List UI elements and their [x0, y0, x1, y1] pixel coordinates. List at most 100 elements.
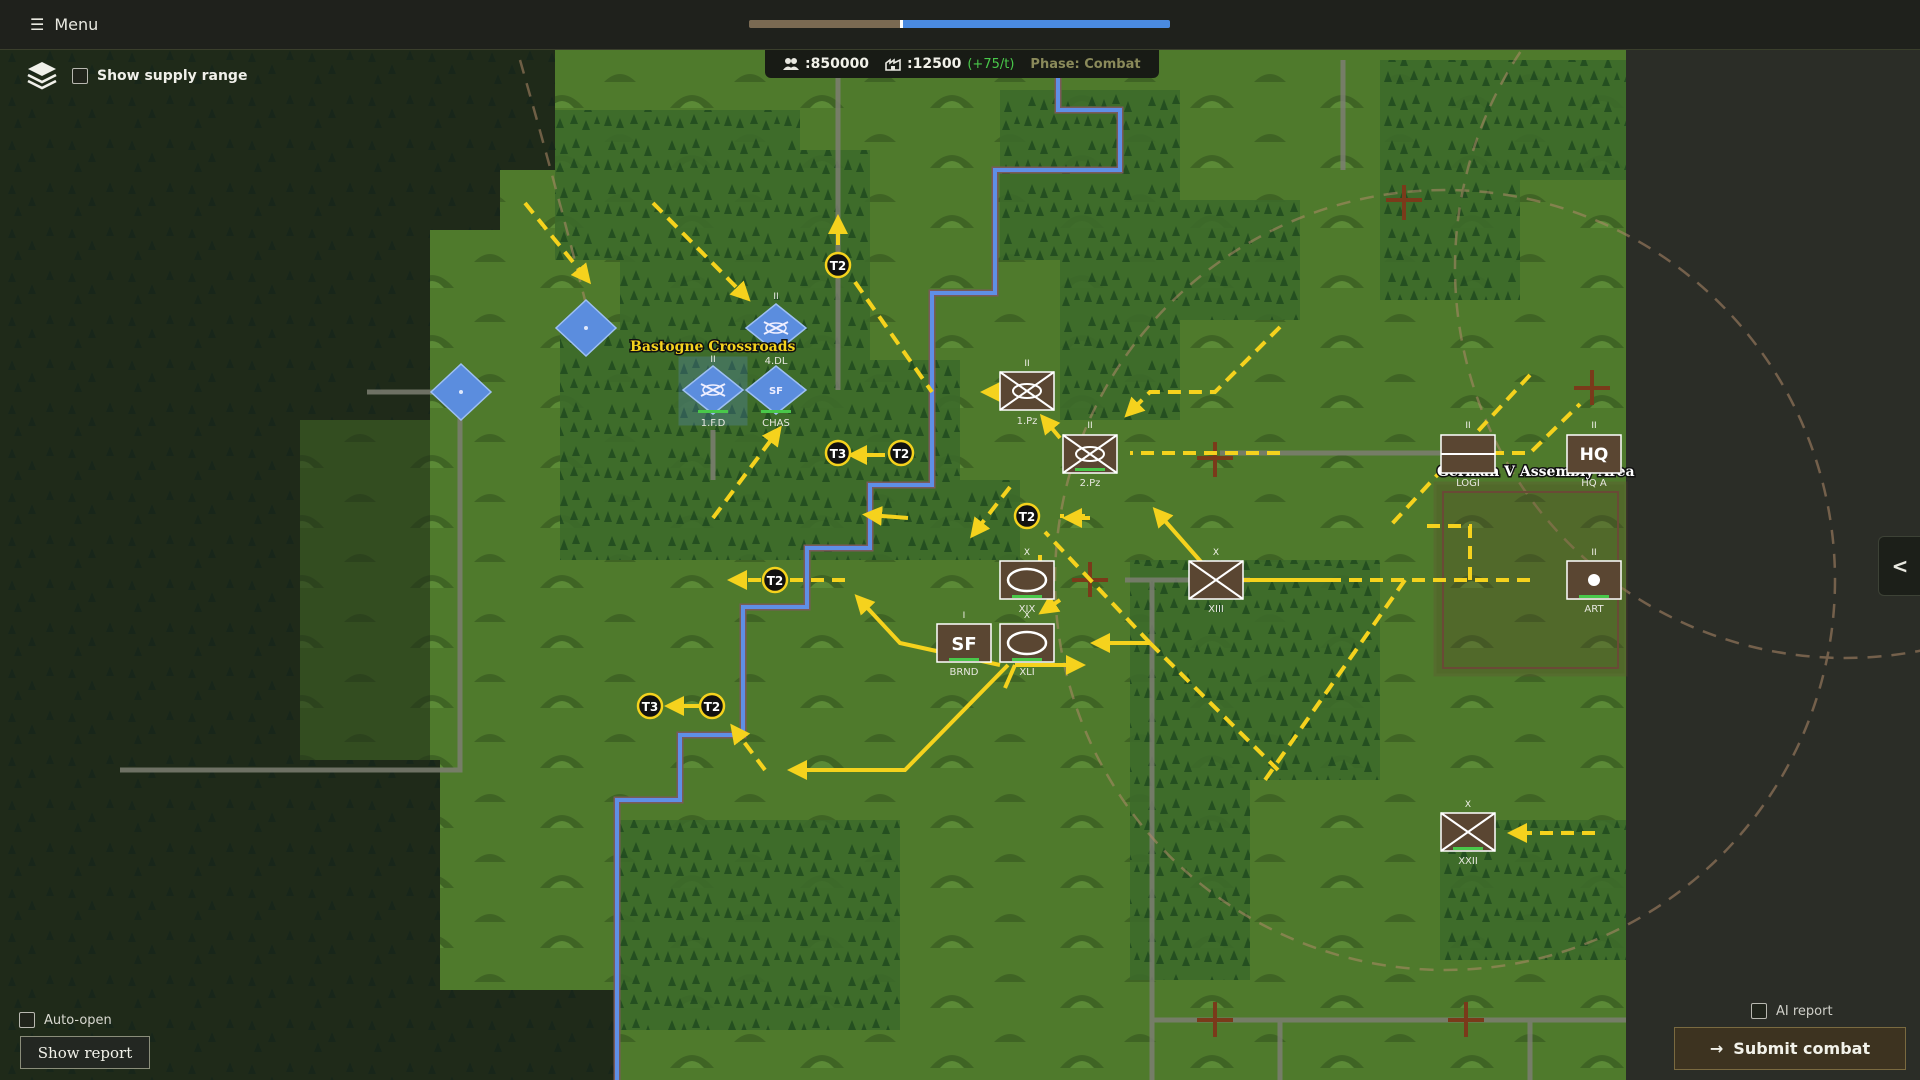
turn-marker: T3 [824, 439, 852, 467]
axis-unit-2pz[interactable]: II 2.Pz [1062, 421, 1118, 489]
axis-unit-1pz[interactable]: II 1.Pz [999, 359, 1055, 427]
terrain-forest-5 [620, 820, 900, 1030]
svg-text:X: X [1213, 548, 1219, 558]
svg-text:2.Pz: 2.Pz [1080, 478, 1101, 489]
svg-text:X: X [1024, 548, 1030, 558]
fog-edge [300, 420, 430, 760]
game-map[interactable]: T2 T2 T3 T2 T2 T3 T2 II 4.DL II [0, 50, 1920, 1080]
svg-text:CHAS: CHAS [762, 418, 790, 429]
allied-unit-chas[interactable]: SF CHAS [744, 365, 808, 429]
svg-text:XLI: XLI [1019, 667, 1034, 678]
money-value: :12500 [907, 56, 962, 72]
allied-unit-4dl[interactable]: II 4.DL [744, 292, 808, 367]
movement-orders [523, 201, 1595, 843]
supply-range-label: Show supply range [97, 68, 248, 84]
money-rate: (+75/t) [967, 56, 1015, 72]
svg-text:X: X [1465, 800, 1471, 810]
bastogne-label-shadow: Bastogne Crossroads [630, 339, 796, 355]
axis-unit-logi[interactable]: II LOGI [1440, 421, 1496, 489]
ai-report-toggle[interactable]: AI report [1751, 1003, 1833, 1019]
auto-open-label: Auto-open [44, 1012, 112, 1028]
money-counter: :12500 (+75/t) [885, 56, 1014, 72]
auto-open-checkbox[interactable] [19, 1012, 35, 1028]
svg-text:II: II [710, 355, 715, 365]
svg-text:1.F.D: 1.F.D [701, 418, 726, 429]
airfield-markers [1072, 185, 1610, 1037]
svg-text:ART: ART [1584, 604, 1604, 615]
factory-icon [885, 58, 901, 71]
svg-text:XIII: XIII [1208, 604, 1224, 615]
turn-marker: T2 [698, 692, 726, 720]
svg-text:T3: T3 [642, 700, 659, 714]
svg-text:T2: T2 [704, 700, 721, 714]
turn-marker: T2 [1013, 502, 1041, 530]
hamburger-icon: ☰ [30, 14, 45, 34]
svg-text:T2: T2 [893, 447, 910, 461]
svg-text:SF: SF [769, 386, 783, 397]
allied-units: II 4.DL II 1.F.D SF CHAS [429, 292, 808, 429]
svg-text:LOGI: LOGI [1456, 478, 1480, 489]
turn-marker: T2 [824, 251, 852, 279]
svg-text:I: I [963, 611, 966, 621]
show-report-button[interactable]: Show report [20, 1036, 150, 1069]
axis-unit-art[interactable]: II ART [1566, 548, 1622, 615]
svg-text:X: X [1024, 611, 1030, 621]
svg-text:BRND: BRND [950, 667, 979, 678]
supply-range-checkbox[interactable] [72, 68, 88, 84]
allied-unit-diamond[interactable] [554, 298, 618, 358]
manpower-counter: :850000 [783, 56, 869, 72]
svg-text:T2: T2 [1019, 510, 1036, 524]
axis-unit-xiii[interactable]: X XIII [1188, 548, 1244, 615]
svg-text:T2: T2 [767, 574, 784, 588]
terrain-forest-6 [1440, 820, 1626, 960]
menu-button[interactable]: ☰ Menu [30, 12, 98, 36]
axis-unit-xxii[interactable]: X XXII [1440, 800, 1496, 867]
chevron-left-icon: < [1891, 554, 1909, 578]
terrain-forest-3 [1380, 60, 1626, 300]
turn-marker: T2 [761, 566, 789, 594]
submit-combat-label: Submit combat [1733, 1039, 1871, 1058]
manpower-value: :850000 [805, 56, 870, 72]
terrain-forest-4 [1130, 560, 1380, 980]
airfield-icon [1386, 185, 1422, 220]
svg-text:HQ A: HQ A [1581, 478, 1607, 489]
svg-text:HQ: HQ [1580, 445, 1609, 465]
top-bar: ☰ Menu [0, 0, 1920, 50]
allied-unit-1fd[interactable]: II 1.F.D [681, 355, 745, 429]
turn-progress-elapsed [749, 20, 901, 28]
svg-text:T3: T3 [830, 447, 847, 461]
turn-marker: T2 [887, 439, 915, 467]
svg-text:1.Pz: 1.Pz [1017, 416, 1038, 427]
resource-bar: :850000 :12500 (+75/t) Phase: Combat [765, 50, 1159, 78]
svg-text:II: II [773, 292, 778, 302]
svg-text:XIX: XIX [1019, 604, 1036, 615]
supply-range-circles [518, 50, 1920, 972]
svg-text:II: II [1024, 359, 1029, 369]
manpower-icon [783, 58, 799, 70]
ai-report-label: AI report [1776, 1003, 1833, 1019]
off-map-area [1626, 50, 1920, 1080]
airfield-icon [1448, 1002, 1484, 1037]
phase-indicator: Phase: Combat [1030, 56, 1141, 72]
submit-combat-button[interactable]: → Submit combat [1674, 1027, 1906, 1070]
ai-report-checkbox[interactable] [1751, 1003, 1767, 1019]
show-supply-range-toggle[interactable]: Show supply range [72, 68, 247, 84]
svg-text:T2: T2 [830, 259, 847, 273]
svg-text:XXII: XXII [1458, 856, 1478, 867]
axis-unit-xix[interactable]: X XIX [999, 548, 1055, 615]
side-panel-toggle[interactable]: < [1878, 536, 1920, 596]
airfield-icon [1574, 370, 1610, 405]
svg-text:II: II [1465, 421, 1470, 431]
auto-open-toggle[interactable]: Auto-open [19, 1012, 112, 1028]
turn-progress-marker [899, 20, 903, 28]
axis-unit-xli[interactable]: X XLI [999, 611, 1055, 678]
arrow-right-icon: → [1709, 1039, 1724, 1058]
svg-text:4.DL: 4.DL [765, 356, 788, 367]
layers-icon [27, 62, 57, 90]
allied-unit-diamond[interactable] [429, 362, 493, 422]
axis-unit-brnd[interactable]: I SF BRND [936, 611, 992, 678]
menu-label: Menu [54, 14, 99, 34]
layers-button[interactable] [26, 60, 58, 94]
axis-unit-hqa[interactable]: II HQ HQ A [1566, 421, 1622, 489]
airfield-icon [1197, 442, 1233, 477]
